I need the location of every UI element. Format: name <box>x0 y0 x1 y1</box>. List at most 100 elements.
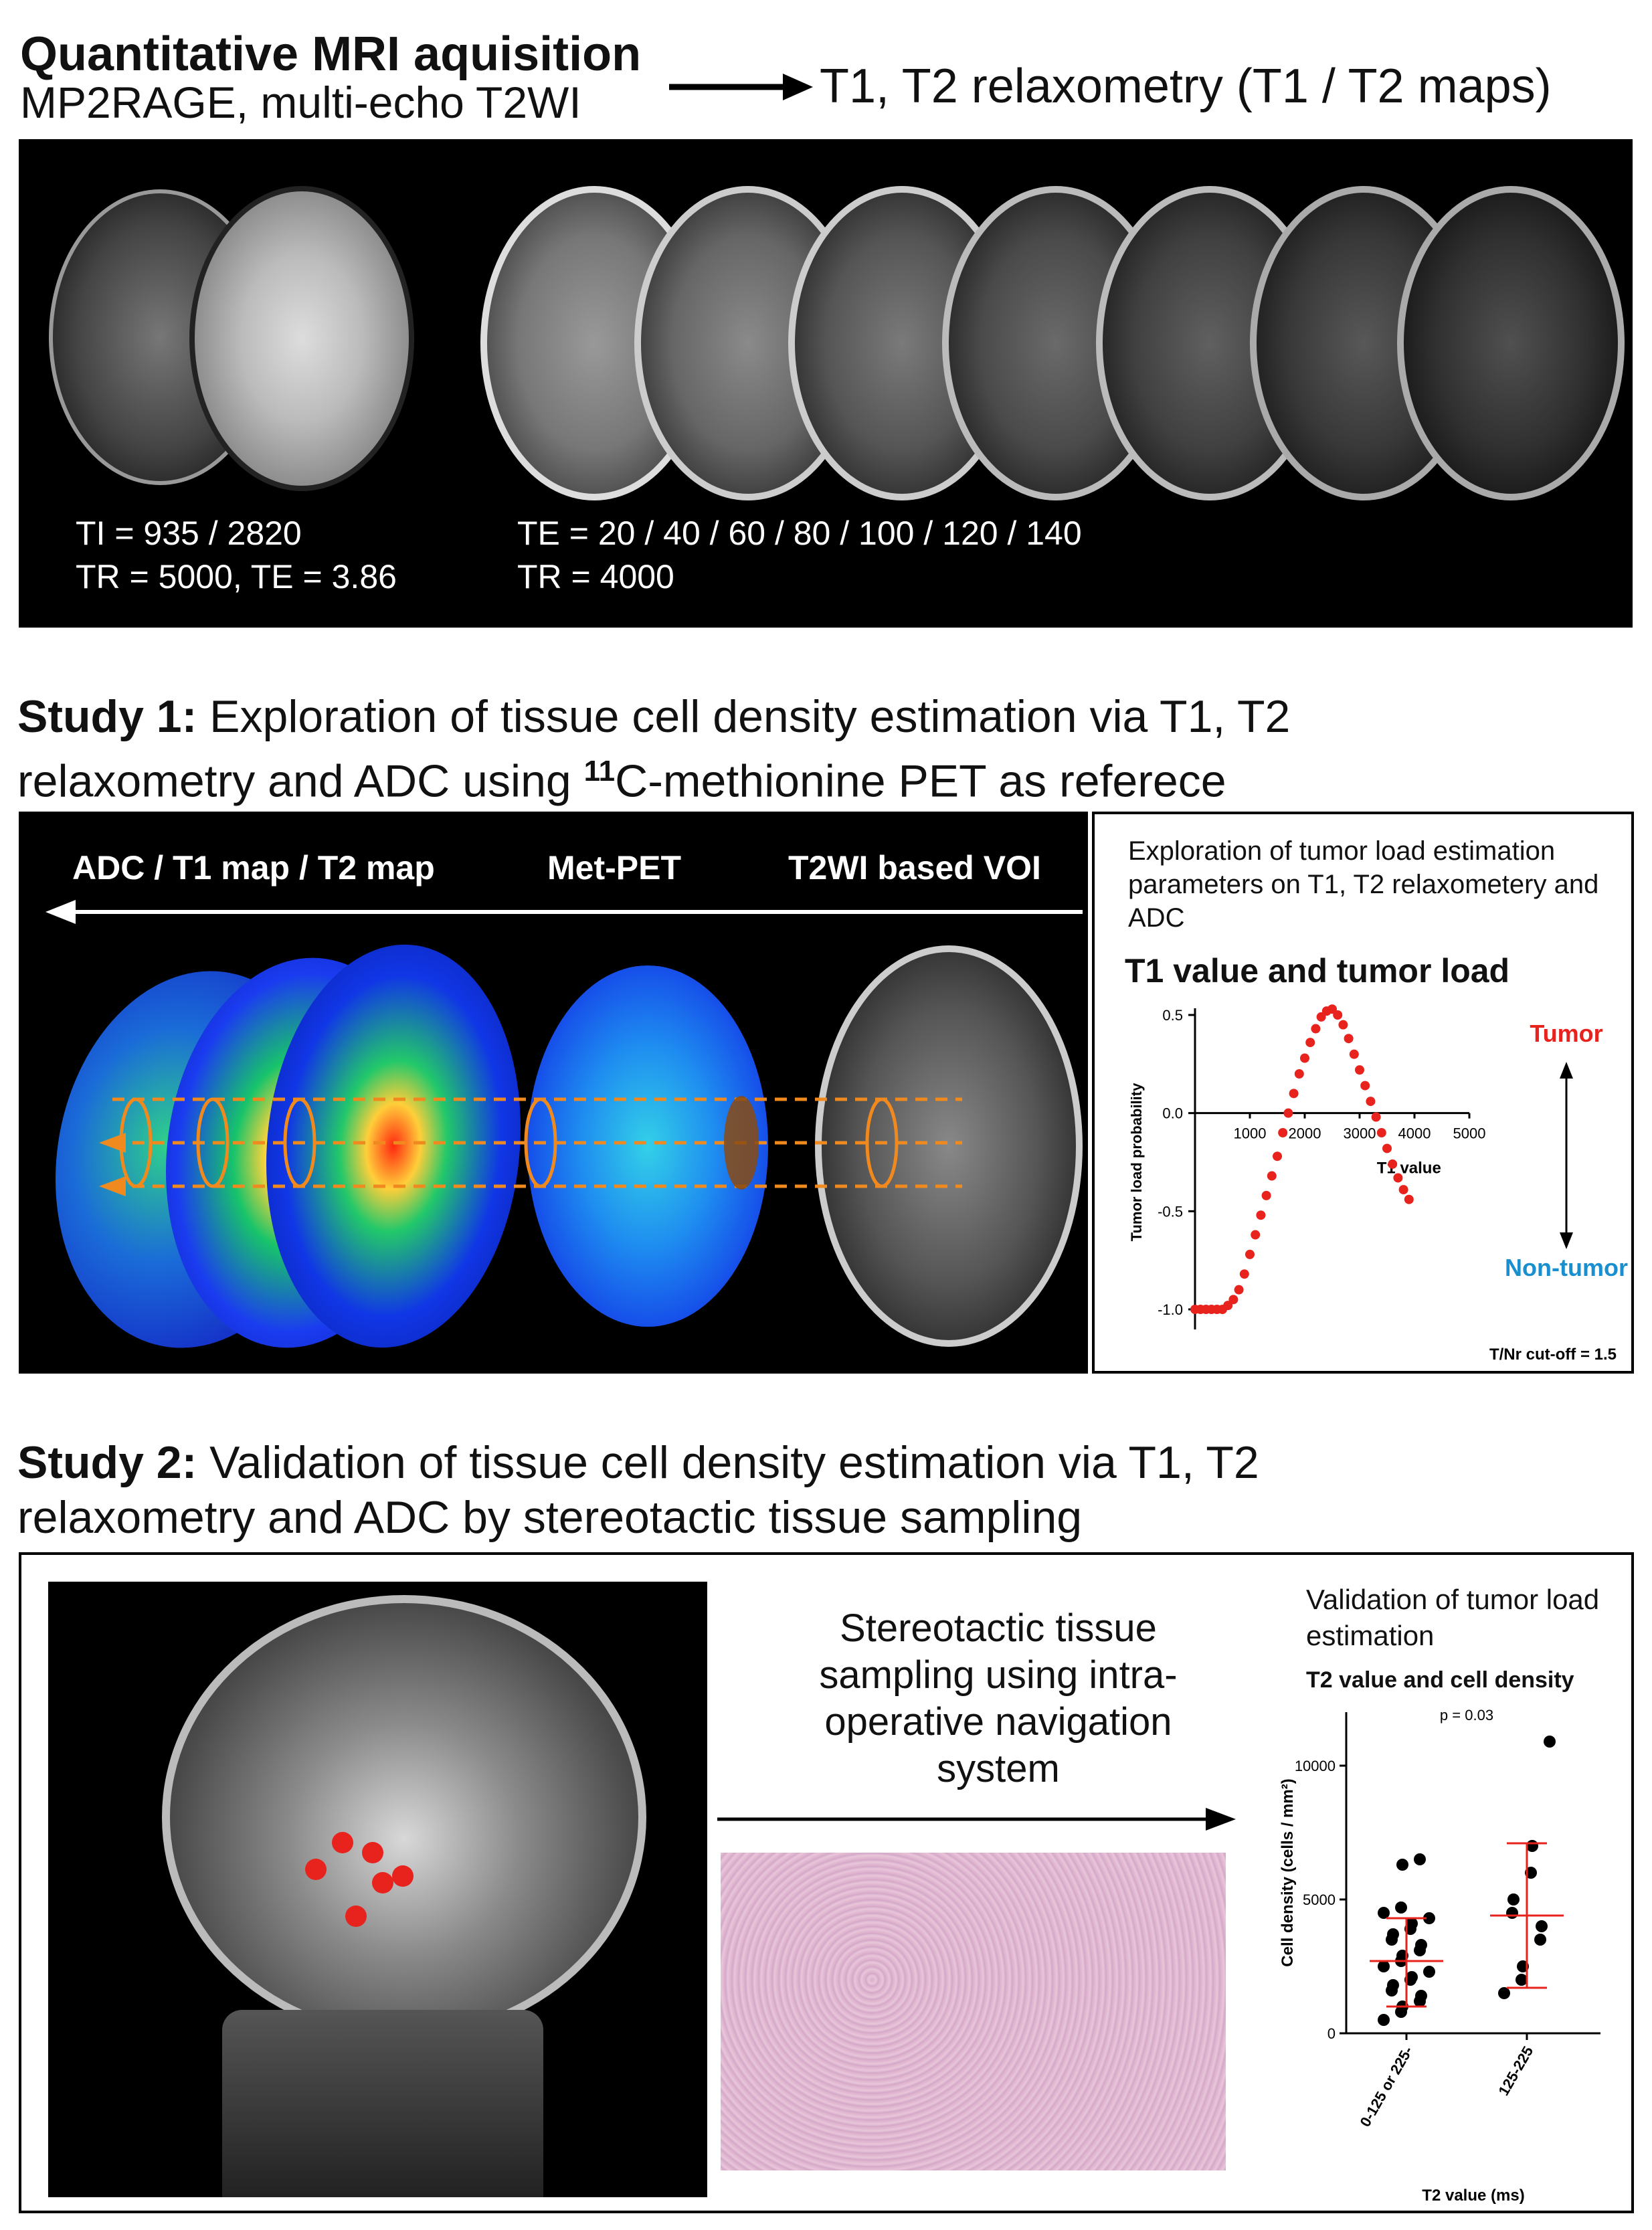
chart2-point <box>1387 1928 1399 1940</box>
study2-side-text: Validation of tumor load estimation <box>1306 1584 1600 1651</box>
study1-heading: Study 1: Exploration of tissue cell dens… <box>17 691 1291 807</box>
chart2-y-tick-label: 0 <box>1327 2025 1336 2042</box>
chart1-point <box>1256 1210 1266 1220</box>
chart1-point <box>1376 1128 1386 1137</box>
label-pet: Met-PET <box>547 849 681 887</box>
t2wi-voi-slice <box>815 945 1083 1347</box>
header-subtitle: MP2RAGE, multi-echo T2WI <box>20 78 581 127</box>
voi-projection-lines <box>99 1096 962 1196</box>
chart1-point <box>1300 1053 1309 1063</box>
chart2-point <box>1415 1939 1427 1951</box>
chart1-tumor-label: Tumor <box>1530 1020 1602 1047</box>
chart1-y-label: Tumor load probability <box>1128 1083 1145 1241</box>
chart2-point <box>1498 1987 1510 1999</box>
chart2-x-label: T2 value (ms) <box>1422 2187 1524 2205</box>
chart2-point <box>1395 1901 1407 1914</box>
chart1-point <box>1228 1295 1238 1305</box>
chart1-nontumor-label: Non-tumor <box>1505 1254 1628 1281</box>
chart2-point <box>1526 1840 1538 1852</box>
chart1-y-tick-label: 0.5 <box>1162 1007 1183 1024</box>
chart1-point <box>1278 1128 1288 1137</box>
chart2-point <box>1507 1893 1520 1906</box>
chart1-point <box>1366 1097 1376 1107</box>
study1-side-text: Exploration of tumor load estimation par… <box>1128 836 1599 933</box>
chart2-point <box>1378 1960 1390 1972</box>
chart1-x-label: T1 value <box>1377 1159 1441 1178</box>
acquisition-panel: TI = 935 / 2820 TR = 5000, TE = 3.86 TE … <box>19 139 1633 628</box>
chart1-point <box>1349 1049 1359 1059</box>
chart1-point <box>1283 1108 1293 1118</box>
study2-heading: Study 2: Validation of tissue cell densi… <box>17 1437 1259 1543</box>
chart1-x-tick-label: 1000 <box>1234 1125 1267 1142</box>
chart2-point <box>1516 1974 1528 1986</box>
chart1-point <box>1404 1194 1414 1204</box>
t2wi-echo-7 <box>1397 186 1625 500</box>
chart1-point <box>1273 1151 1282 1162</box>
chart1-x-tick-label: 4000 <box>1398 1125 1431 1142</box>
chart1-arrow-down <box>1560 1232 1573 1249</box>
chart1-point <box>1239 1269 1249 1279</box>
chart2-point <box>1406 1971 1418 1983</box>
chart1-point <box>1382 1143 1392 1153</box>
chart1-point <box>1261 1190 1271 1200</box>
mp2rage-params-2: TR = 5000, TE = 3.86 <box>76 558 397 595</box>
mp2rage-params-1: TI = 935 / 2820 <box>76 515 302 552</box>
chart1-point <box>1316 1012 1326 1022</box>
chart1-point <box>1267 1171 1277 1181</box>
chart1-point <box>1371 1112 1381 1122</box>
sampling-points <box>305 1832 414 1927</box>
chart1-point <box>1223 1301 1233 1311</box>
chart1-point <box>1289 1089 1299 1099</box>
chart1-point <box>1333 1010 1343 1020</box>
chart1-point <box>1234 1285 1244 1295</box>
chart2-point <box>1423 1966 1435 1978</box>
chart1-point <box>1338 1020 1348 1030</box>
t2wi-params-2: TR = 4000 <box>517 558 674 595</box>
chart1-x-tick-label: 5000 <box>1453 1125 1486 1142</box>
chart2-y-tick-label: 5000 <box>1303 1891 1336 1908</box>
chart1-point <box>1393 1173 1403 1183</box>
t2-cell-density-chart: 0 5000 10000 0-125 or 225- 125-225 T2 value (… <box>1279 1707 1600 2205</box>
chart1-point <box>1294 1069 1304 1079</box>
chart1-point <box>1398 1185 1408 1195</box>
chart1-point <box>1251 1230 1261 1240</box>
chart1-point <box>1388 1159 1398 1169</box>
coronal-mri-image <box>48 1582 707 2197</box>
chart2-point <box>1415 1990 1427 2002</box>
chart1-arrow-up <box>1560 1062 1573 1079</box>
chart2-point <box>1378 1907 1390 1919</box>
study1-chart-title: T1 value and tumor load <box>1125 952 1510 990</box>
chart2-p-value: p = 0.03 <box>1440 1707 1493 1724</box>
chart2-point <box>1506 1907 1518 1919</box>
header-arrow <box>669 74 813 100</box>
mp2rage-brain-2 <box>189 186 414 491</box>
chart2-point <box>1406 1918 1418 1930</box>
direction-arrow <box>45 900 1083 924</box>
chart1-y-tick-label: -1.0 <box>1158 1301 1183 1318</box>
histology-image <box>721 1853 1226 2170</box>
chart2-point <box>1396 1859 1408 1871</box>
chart1-point <box>1311 1024 1321 1034</box>
chart2-x-tick-label: 0-125 or 225- <box>1356 2043 1416 2130</box>
study1-image-panel: ADC / T1 map / T2 map Met-PET T2WI based… <box>19 812 1088 1374</box>
chart1-point <box>1305 1038 1315 1048</box>
chart1-y-tick-label: -0.5 <box>1158 1203 1183 1220</box>
chart2-y-tick-label: 10000 <box>1295 1758 1336 1774</box>
study1-chart-box: Exploration of tumor load estimation par… <box>1092 812 1634 1374</box>
chart1-point <box>1245 1249 1255 1259</box>
chart1-point <box>1344 1034 1354 1044</box>
sampling-arrow <box>717 1808 1236 1831</box>
header-arrow-target: T1, T2 relaxometry (T1 / T2 maps) <box>820 60 1552 113</box>
chart1-point <box>1360 1081 1370 1091</box>
chart1-cutoff-label: T/Nr cut-off = 1.5 <box>1489 1345 1617 1364</box>
study2-chart-title: T2 value and cell density <box>1306 1667 1574 1693</box>
chart2-x-tick-label: 125-225 <box>1495 2043 1536 2098</box>
label-voi: T2WI based VOI <box>788 849 1041 887</box>
header-title: Quantitative MRI aquisition <box>20 27 642 81</box>
sampling-text: Stereotactic tissue sampling using intra… <box>819 1606 1178 1790</box>
chart1-x-tick-label: 3000 <box>1344 1125 1376 1142</box>
chart2-y-label: Cell density (cells / mm²) <box>1279 1778 1297 1966</box>
chart1-point <box>1327 1004 1337 1014</box>
label-maps: ADC / T1 map / T2 map <box>72 849 435 887</box>
